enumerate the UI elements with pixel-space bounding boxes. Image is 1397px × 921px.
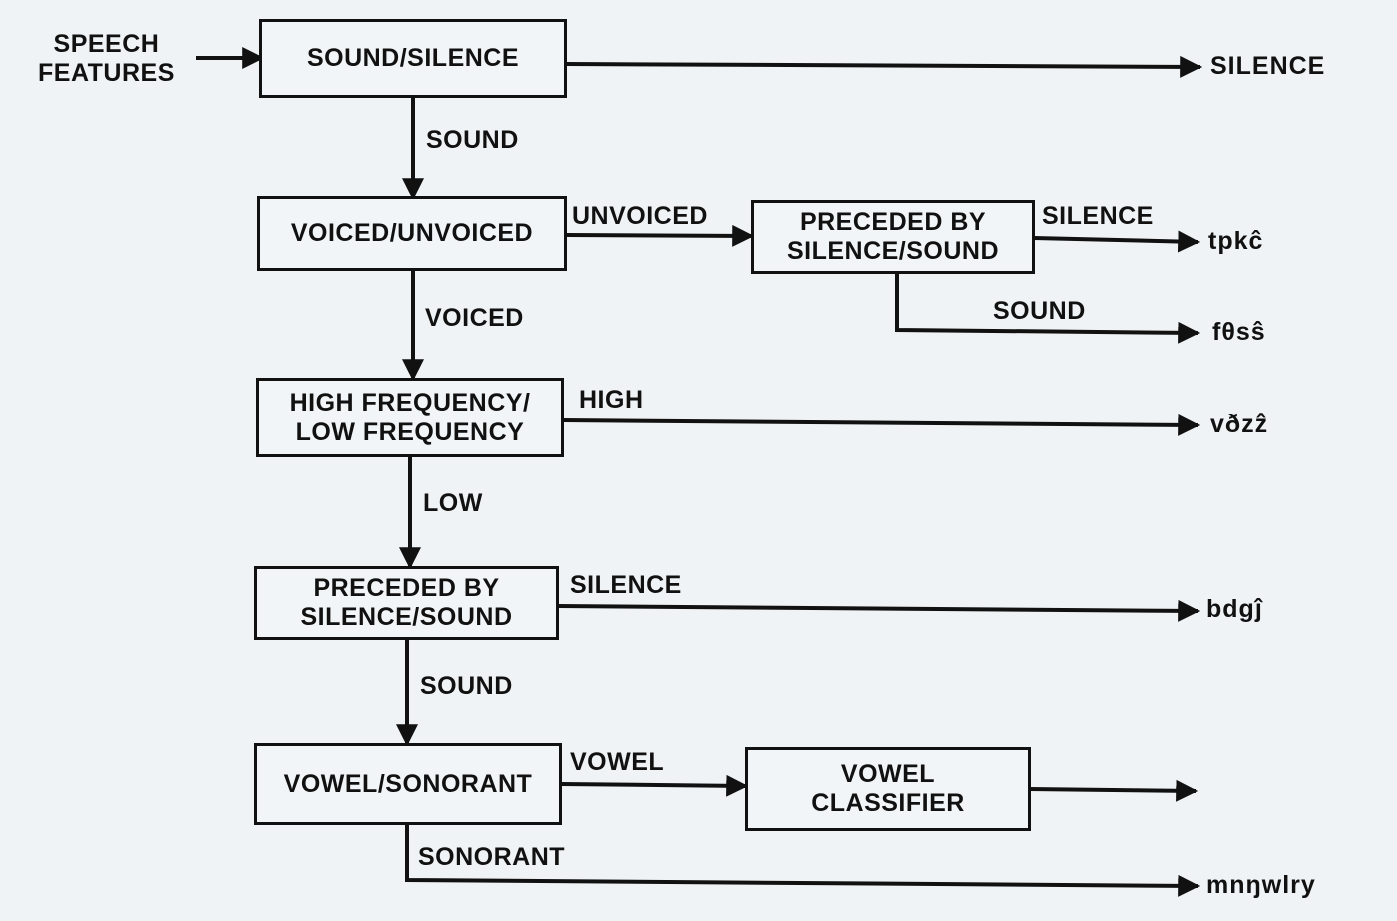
output-unvoiced-fricatives: fθsŝ (1212, 318, 1266, 346)
arrow-sonorant (405, 824, 1201, 897)
output-voiced-fricatives: vðzẑ (1210, 410, 1269, 438)
arrow-silence-out (565, 55, 1203, 78)
edge-label-voiced: VOICED (425, 304, 524, 332)
sound-silence-box: SOUND/SILENCE (259, 19, 567, 98)
output-sonorants: mnŋwlry (1206, 871, 1316, 899)
edge-label-silence-voiced: SILENCE (570, 571, 682, 599)
edge-label-sound-unvoiced: SOUND (993, 297, 1086, 325)
arrow-high (562, 413, 1201, 436)
edge-label-high: HIGH (579, 386, 644, 414)
preceded-by-box-voiced: PRECEDED BY SILENCE/SOUND (254, 566, 559, 640)
output-silence: SILENCE (1210, 52, 1326, 80)
preceded-by-box-unvoiced: PRECEDED BY SILENCE/SOUND (751, 200, 1035, 274)
arrow-tpkc (1033, 230, 1201, 253)
input-label: SPEECH FEATURES (38, 30, 175, 87)
vowel-classifier-box: VOWEL CLASSIFIER (745, 747, 1031, 831)
edge-label-sound-2: SOUND (420, 672, 513, 700)
edge-label-low: LOW (423, 489, 483, 517)
vowel-sonorant-box: VOWEL/SONORANT (254, 743, 562, 825)
arrow-bdgj (556, 599, 1201, 622)
edge-label-vowel: VOWEL (570, 748, 665, 776)
arrow-vowel (560, 774, 749, 797)
high-low-frequency-box: HIGH FREQUENCY/ LOW FREQUENCY (256, 378, 564, 457)
voiced-unvoiced-box: VOICED/UNVOICED (257, 196, 567, 271)
edge-label-sound: SOUND (426, 126, 519, 154)
output-unvoiced-stops: tpkĉ (1208, 227, 1264, 255)
edge-label-unvoiced: UNVOICED (572, 202, 708, 230)
arrow-fthss (895, 272, 1201, 344)
arrow-unvoiced (565, 224, 755, 247)
edge-label-silence-unvoiced: SILENCE (1042, 202, 1154, 230)
edge-label-sonorant: SONORANT (418, 843, 566, 871)
arrow-classifier-out (1028, 779, 1199, 802)
output-voiced-stops: bdgĵ (1206, 595, 1263, 623)
